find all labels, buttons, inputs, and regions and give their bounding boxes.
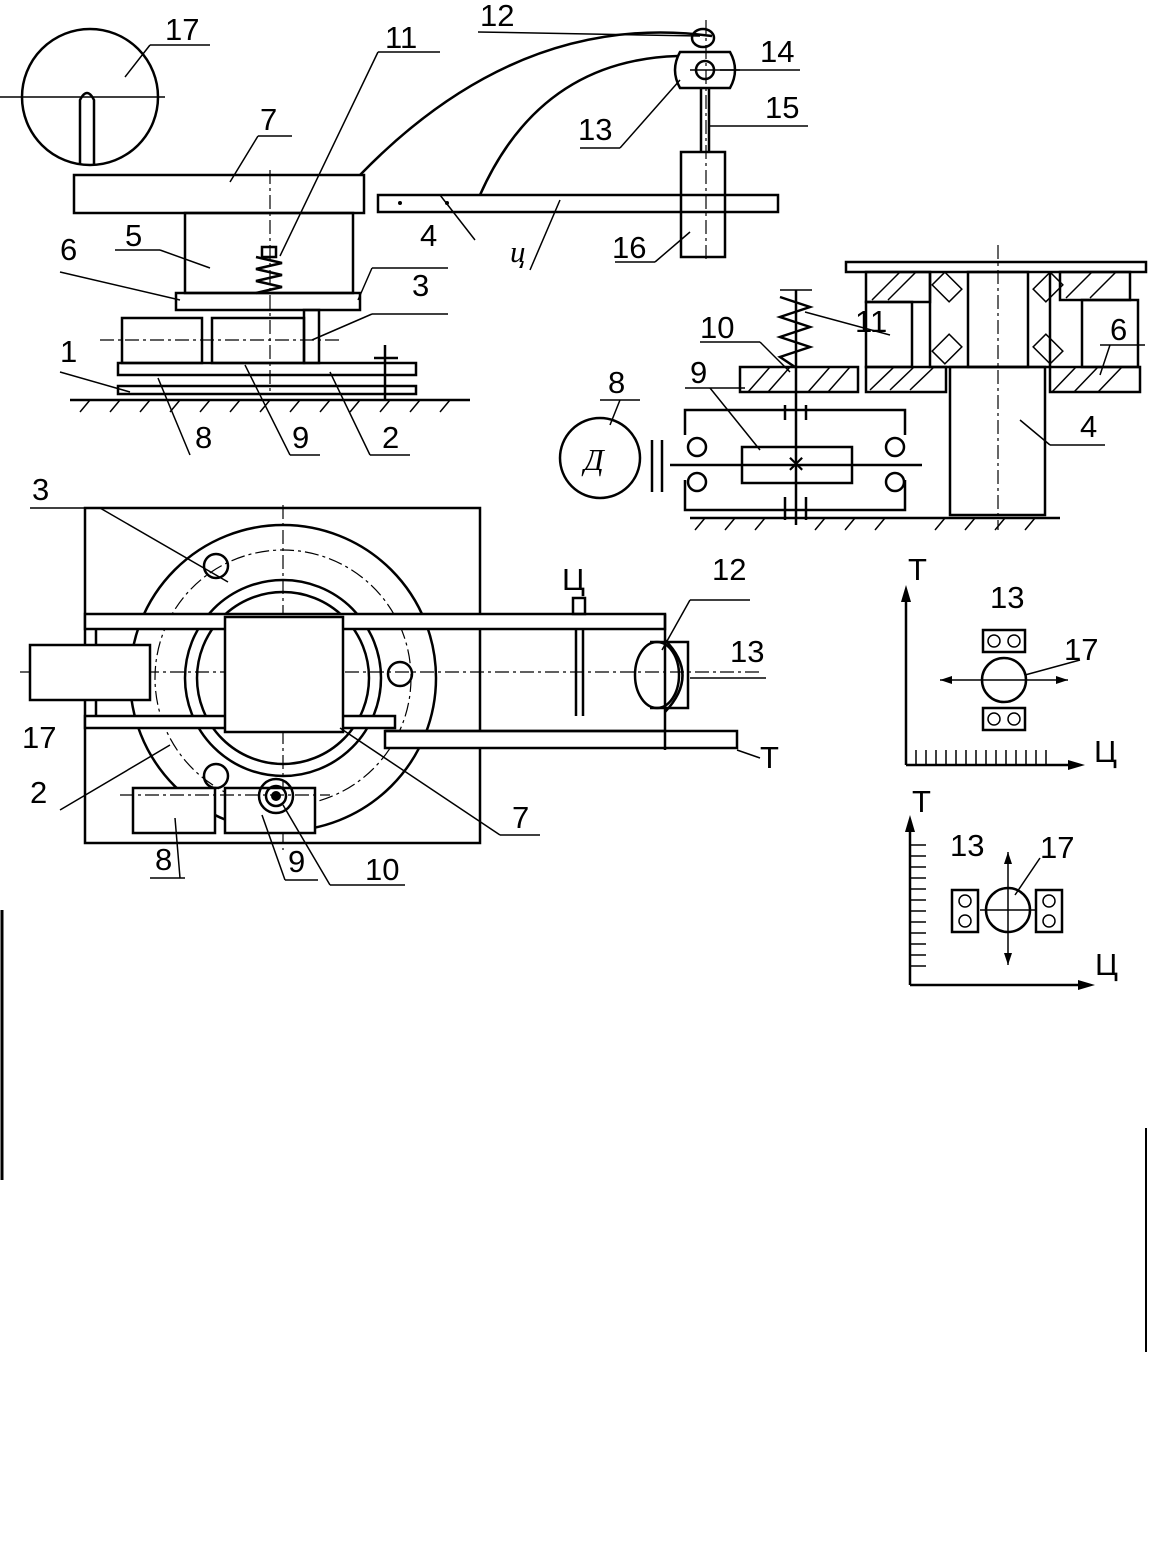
roller-14 xyxy=(673,50,737,90)
label-15-side: 15 xyxy=(765,90,799,125)
side-view: 17 11 12 14 13 15 7 5 6 4 3 1 8 9 2 ц 16 xyxy=(0,0,808,456)
label-9-side: 9 xyxy=(292,420,309,455)
motor-d xyxy=(558,416,642,500)
arc-12 xyxy=(359,31,713,176)
label-6-sec: 6 xyxy=(1110,312,1127,347)
wheel-17-plan xyxy=(28,643,152,702)
beam-7 xyxy=(72,173,366,215)
label-8-side: 8 xyxy=(195,420,212,455)
label-17-d2: 17 xyxy=(1040,830,1074,865)
arm-rail-top xyxy=(83,612,667,631)
label-8-sec: 8 xyxy=(608,365,625,400)
column-5 xyxy=(183,211,355,295)
label-3-plan: 3 xyxy=(32,472,49,507)
base-2 xyxy=(116,361,418,377)
label-17-d1: 17 xyxy=(1064,632,1098,667)
label-9-sec: 9 xyxy=(690,355,707,390)
plate-10 xyxy=(738,365,860,394)
label-c-plan: Ц xyxy=(562,562,585,597)
plate-6 xyxy=(174,291,362,312)
label-13-d1: 13 xyxy=(990,580,1024,615)
cylinder-16 xyxy=(679,150,727,259)
label-c-d1: Ц xyxy=(1094,734,1117,769)
label-7-plan: 7 xyxy=(512,800,529,835)
label-8-plan: 8 xyxy=(155,842,172,877)
section-view: × Д 10 11 8 9 6 xyxy=(558,245,1148,531)
spring-11 xyxy=(255,255,283,295)
label-t-d1: Т xyxy=(908,552,927,587)
label-4-sec: 4 xyxy=(1080,409,1097,444)
label-13-side: 13 xyxy=(578,112,612,147)
label-17-side: 17 xyxy=(165,12,199,47)
label-7-side: 7 xyxy=(260,102,277,137)
label-11-sec: 11 xyxy=(855,304,887,339)
label-11-side: 11 xyxy=(385,20,417,55)
motion-diagram-2: Т 13 17 Ц xyxy=(905,784,1118,990)
label-2-side: 2 xyxy=(382,420,399,455)
arm-rail-t xyxy=(383,729,739,750)
label-5-side: 5 xyxy=(125,218,142,253)
label-13-d2: 13 xyxy=(950,828,984,863)
plan-view: 3 17 2 12 13 Ц Т 7 8 9 10 xyxy=(20,472,779,887)
label-10-sec: 10 xyxy=(700,310,734,345)
beam-7-plan xyxy=(223,615,345,734)
label-t-d2: Т xyxy=(912,784,931,819)
arm-c xyxy=(376,193,780,214)
label-12-side: 12 xyxy=(480,0,514,33)
label-14-side: 14 xyxy=(760,34,794,69)
label-2-plan: 2 xyxy=(30,775,47,810)
label-c-d2: Ц xyxy=(1095,947,1118,982)
label-6-side: 6 xyxy=(60,232,77,267)
arc-13 xyxy=(478,54,679,196)
motion-diagram-1: Т 13 17 Ц xyxy=(901,552,1117,770)
label-10-plan: 10 xyxy=(365,852,399,887)
label-12-plan: 12 xyxy=(712,552,746,587)
base-1 xyxy=(116,384,418,396)
label-16-side: 16 xyxy=(612,230,646,265)
hole-3 xyxy=(202,552,230,580)
motor-d-label: Д xyxy=(581,442,606,477)
label-4-side: 4 xyxy=(420,218,437,253)
label-3-side: 3 xyxy=(412,268,429,303)
label-1-side: 1 xyxy=(60,334,77,369)
svg-text:×: × xyxy=(787,446,805,481)
label-9-plan: 9 xyxy=(288,844,305,879)
label-t-plan: Т xyxy=(760,740,779,775)
label-c-side: ц xyxy=(510,234,526,269)
label-13-plan: 13 xyxy=(730,634,764,669)
label-17-plan: 17 xyxy=(22,720,56,755)
